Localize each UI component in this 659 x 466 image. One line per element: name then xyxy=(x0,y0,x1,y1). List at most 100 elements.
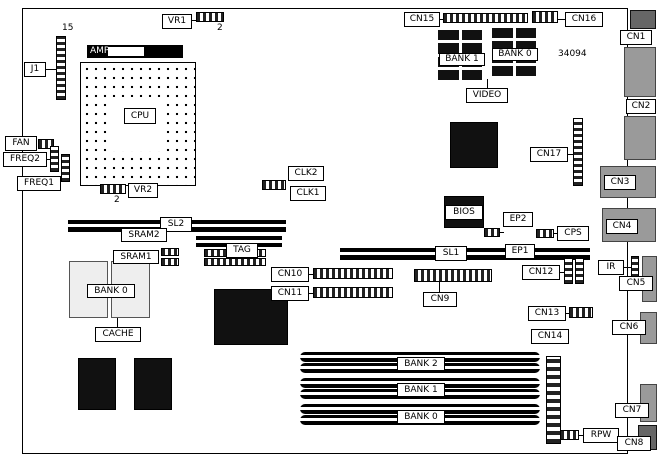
bank0-label: BANK 0 xyxy=(397,410,445,424)
ir-header xyxy=(631,256,639,278)
cn4-label: CN4 xyxy=(606,219,638,234)
leader-line xyxy=(500,232,504,233)
ep1-label: EP1 xyxy=(505,244,535,259)
simm-bank0-row-a xyxy=(300,404,540,414)
cn2-port-upper xyxy=(624,47,656,97)
memory-chip xyxy=(438,69,459,80)
video-bank1-label: BANK 1 xyxy=(439,53,485,66)
ir-label: IR xyxy=(598,260,624,275)
leader-line xyxy=(47,159,51,160)
cpu-socket xyxy=(80,62,196,186)
bios-label: BIOS xyxy=(445,205,483,220)
cn17-header xyxy=(573,118,583,186)
chip-d xyxy=(134,358,172,410)
cn12-header-b xyxy=(575,258,584,284)
video-bank0-label: BANK 0 xyxy=(492,48,538,61)
video-label: VIDEO xyxy=(466,88,508,103)
cn17-label: CN17 xyxy=(530,147,568,162)
leader-line xyxy=(565,313,569,314)
leader-line xyxy=(558,19,565,20)
leader-line xyxy=(439,282,440,293)
ep2-label: EP2 xyxy=(503,212,533,227)
memory-chip xyxy=(461,43,482,54)
freq1-label: FREQ1 xyxy=(17,176,61,191)
leader-line xyxy=(46,69,56,70)
clk1-label: CLK1 xyxy=(290,186,326,201)
freq-header-b xyxy=(61,154,70,182)
cn2-label: CN2 xyxy=(626,99,656,114)
cps-label: CPS xyxy=(557,226,589,241)
cn1-port xyxy=(630,10,656,29)
leader-line xyxy=(117,318,118,328)
rpw-label: RPW xyxy=(583,428,619,443)
leader-line xyxy=(554,233,558,234)
sram2-label: SRAM2 xyxy=(121,228,167,242)
cache-label: CACHE xyxy=(95,327,141,342)
cn12-header-a xyxy=(564,258,573,284)
memory-chip xyxy=(515,28,536,38)
cn13-header xyxy=(569,307,593,318)
freq2-label: FREQ2 xyxy=(3,152,47,167)
part-number-text: 34094 xyxy=(558,49,587,59)
leader-line xyxy=(487,79,488,89)
cn9-label: CN9 xyxy=(423,292,457,307)
sram1-label: SRAM1 xyxy=(113,250,159,264)
memory-chip xyxy=(461,69,482,80)
memory-chip xyxy=(438,43,459,54)
memory-chip xyxy=(461,30,482,41)
bank1-label: BANK 1 xyxy=(397,383,445,397)
memory-chip xyxy=(492,66,513,76)
cache-bank0-label: BANK 0 xyxy=(87,284,135,298)
cn11-header xyxy=(313,287,393,298)
vr1-label: VR1 xyxy=(162,14,192,29)
cn10-header xyxy=(313,268,393,279)
cn13-label: CN13 xyxy=(528,306,566,321)
cn14-label: CN14 xyxy=(531,329,569,344)
leader-line xyxy=(623,267,631,268)
sl1-label: SL1 xyxy=(435,246,467,261)
fan-label: FAN xyxy=(5,136,37,151)
vr1-pin2-text: 2 xyxy=(217,23,223,33)
cn10-label: CN10 xyxy=(271,267,309,282)
freq-header-a xyxy=(50,146,59,172)
vr2-label: VR2 xyxy=(128,183,158,198)
cn12-label: CN12 xyxy=(522,265,560,280)
leader-line xyxy=(309,293,313,294)
leader-line xyxy=(440,19,443,20)
memory-chip xyxy=(492,28,513,38)
clk2-label: CLK2 xyxy=(288,166,324,181)
cn7-label: CN7 xyxy=(615,403,649,418)
cn9-header xyxy=(414,269,492,282)
cn6-label: CN6 xyxy=(612,320,646,335)
memory-chip xyxy=(492,40,513,51)
cn16-header xyxy=(532,11,558,23)
power-ladder xyxy=(546,356,561,444)
leader-line xyxy=(579,435,583,436)
tag-header-b xyxy=(204,258,266,266)
cn2-port-lower xyxy=(624,116,656,160)
memory-chip xyxy=(438,30,459,41)
vr2-pin2-text: 2 xyxy=(114,195,120,205)
cn16-label: CN16 xyxy=(565,12,603,27)
vr2-header xyxy=(100,184,126,194)
cn8-label: CN8 xyxy=(617,436,651,451)
memory-chip xyxy=(515,40,536,51)
cpu-label: CPU xyxy=(124,108,156,124)
chipset-chip-a xyxy=(450,122,498,168)
cache-slot-b xyxy=(196,236,282,247)
cn15-label: CN15 xyxy=(404,12,440,27)
sram1-header-a xyxy=(161,248,179,256)
cn15-header xyxy=(443,13,528,23)
sram1-header-b xyxy=(161,258,179,266)
j1-label: J1 xyxy=(24,62,46,77)
rpw-header xyxy=(560,430,579,440)
tag-label: TAG xyxy=(226,243,258,258)
amp-window xyxy=(108,47,144,56)
cps-header xyxy=(536,229,554,238)
cn5-label: CN5 xyxy=(619,276,653,291)
vr1-header xyxy=(196,12,224,22)
clk-header xyxy=(262,180,286,190)
leader-line xyxy=(309,274,313,275)
cn3-label: CN3 xyxy=(604,175,636,190)
